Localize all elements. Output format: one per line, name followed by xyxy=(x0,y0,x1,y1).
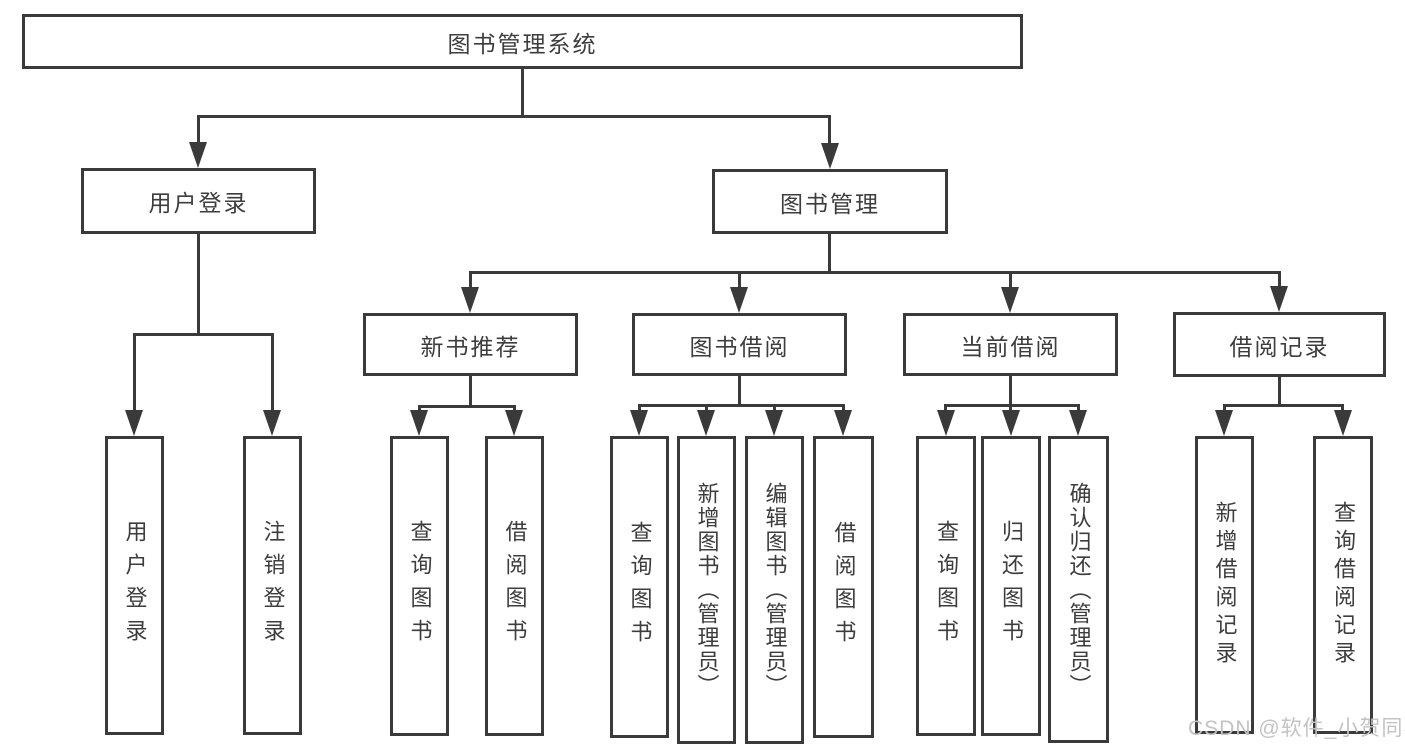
connector-line xyxy=(1009,376,1012,406)
leaf-label: 新增借阅记录 xyxy=(1212,501,1238,669)
node-label: 当前借阅 xyxy=(960,333,1061,360)
connector-line xyxy=(469,271,472,289)
leaf-label: 借阅图书 xyxy=(502,520,528,652)
leaf-label: 查询图书 xyxy=(934,520,959,652)
leaf-add-borrow-record: 新增借阅记录 xyxy=(1195,436,1254,734)
connector-line xyxy=(1223,404,1226,412)
connector-line xyxy=(828,233,831,273)
connector-line xyxy=(828,115,831,143)
connector-line xyxy=(1223,404,1344,407)
arrow-down-icon xyxy=(937,410,955,436)
leaf-label: 借阅图书 xyxy=(831,521,857,653)
arrow-down-icon xyxy=(1069,410,1087,436)
node-label: 新书推荐 xyxy=(420,333,521,360)
leaf-label: 注销登录 xyxy=(260,519,286,652)
connector-line xyxy=(1077,404,1080,412)
arrow-down-icon xyxy=(125,410,143,436)
connector-line xyxy=(197,115,200,143)
leaf-confirm-return-admin: 确认归还（管理员） xyxy=(1048,436,1109,743)
leaf-label: 查询图书 xyxy=(407,520,433,652)
arrow-down-icon xyxy=(1334,410,1352,436)
node-label: 图书管理系统 xyxy=(447,30,598,57)
node-new-book-recommendation: 新书推荐 xyxy=(363,313,578,376)
node-library-management-system: 图书管理系统 xyxy=(22,14,1023,69)
connector-line xyxy=(638,404,845,407)
connector-line xyxy=(521,68,524,118)
leaf-query-books-borrowing: 查询图书 xyxy=(610,436,669,738)
connector-line xyxy=(773,404,776,412)
leaf-label: 编辑图书（管理员） xyxy=(762,482,788,698)
connector-line xyxy=(738,376,741,406)
connector-line xyxy=(1278,271,1281,289)
connector-line xyxy=(1278,377,1281,405)
connector-line xyxy=(271,333,274,412)
leaf-edit-books-admin: 编辑图书（管理员） xyxy=(745,436,804,744)
connector-line xyxy=(944,404,1080,407)
connector-line xyxy=(738,271,741,289)
leaf-label: 查询图书 xyxy=(627,521,653,653)
node-current-borrowing: 当前借阅 xyxy=(903,313,1118,376)
leaf-query-books-recommend: 查询图书 xyxy=(390,436,449,736)
node-label: 图书管理 xyxy=(780,190,880,217)
connector-line xyxy=(418,405,421,412)
connector-line xyxy=(1009,271,1012,289)
leaf-add-books-admin: 新增图书（管理员） xyxy=(677,436,736,744)
node-user-login: 用户登录 xyxy=(81,168,316,234)
node-label: 借阅记录 xyxy=(1229,333,1330,360)
leaf-borrow-books-recommend: 借阅图书 xyxy=(485,436,544,736)
leaf-label: 确认归还（管理员） xyxy=(1066,481,1092,698)
node-borrowing-records: 借阅记录 xyxy=(1173,312,1386,377)
connector-line xyxy=(469,376,472,407)
leaf-logout: 注销登录 xyxy=(243,436,302,735)
leaf-user-login: 用户登录 xyxy=(105,436,164,735)
connector-line xyxy=(638,404,641,412)
arrow-down-icon xyxy=(1215,410,1233,436)
leaf-return-books: 归还图书 xyxy=(981,436,1041,736)
arrow-down-icon xyxy=(834,410,852,436)
leaf-borrow-books: 借阅图书 xyxy=(813,436,874,738)
arrow-down-icon xyxy=(630,410,648,436)
connector-line xyxy=(197,233,200,335)
leaf-query-borrow-record: 查询借阅记录 xyxy=(1313,436,1373,734)
arrow-down-icon xyxy=(410,410,428,436)
leaf-label: 新增图书（管理员） xyxy=(694,482,720,698)
node-book-management: 图书管理 xyxy=(712,169,948,234)
node-book-borrowing: 图书借阅 xyxy=(632,313,847,376)
arrow-down-icon xyxy=(697,410,715,436)
connector-line xyxy=(513,405,516,412)
leaf-label: 查询借阅记录 xyxy=(1331,501,1356,669)
connector-line xyxy=(133,333,136,412)
arrow-down-icon xyxy=(1002,410,1020,436)
arrow-down-icon xyxy=(263,410,281,436)
node-label: 用户登录 xyxy=(148,190,249,216)
arrow-down-icon xyxy=(821,143,839,169)
connector-line xyxy=(705,404,708,412)
connector-line xyxy=(842,404,845,412)
connector-line xyxy=(418,405,516,408)
leaf-query-books-current: 查询图书 xyxy=(916,436,976,736)
connector-line xyxy=(197,115,831,118)
arrow-down-icon xyxy=(505,410,523,436)
arrow-down-icon xyxy=(1001,287,1019,313)
arrow-down-icon xyxy=(1270,286,1288,312)
arrow-down-icon xyxy=(461,287,479,313)
connector-line xyxy=(1341,404,1344,412)
node-label: 图书借阅 xyxy=(689,333,790,360)
csdn-watermark: CSDN @软件_小贺同学 xyxy=(1188,717,1405,740)
connector-line xyxy=(469,271,1281,274)
leaf-label: 归还图书 xyxy=(999,520,1024,652)
leaf-label: 用户登录 xyxy=(122,519,148,652)
connector-line xyxy=(133,333,274,336)
arrow-down-icon xyxy=(730,287,748,313)
connector-line xyxy=(944,404,947,412)
arrow-down-icon xyxy=(765,410,783,436)
connector-line xyxy=(1009,404,1012,412)
arrow-down-icon xyxy=(189,142,207,168)
